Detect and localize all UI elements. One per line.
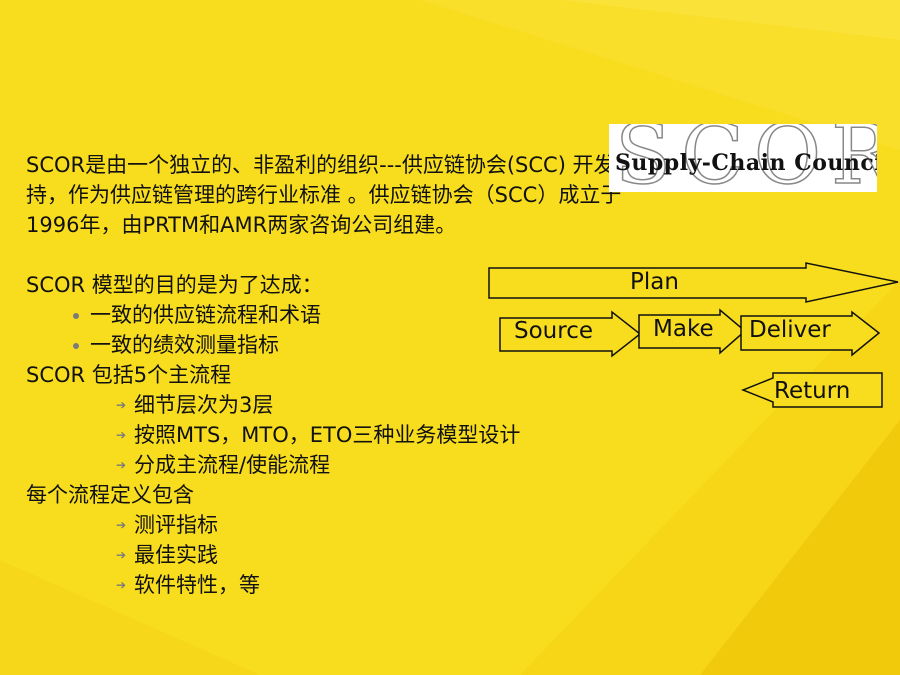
bullet-dot-icon — [73, 343, 79, 349]
processes-item: ➔ 细节层次为3层 — [26, 390, 666, 420]
definitions-item: ➔ 软件特性，等 — [26, 570, 666, 600]
arrow-bullet-icon: ➔ — [116, 458, 127, 472]
definitions-item-text: 软件特性，等 — [134, 573, 260, 597]
purpose-heading: SCOR 模型的目的是为了达成： — [26, 273, 323, 297]
bullet-dot-icon — [73, 313, 79, 319]
intro-paragraph: SCOR是由一个独立的、非盈利的组织---供应链协会(SCC) 开发支持，作为供… — [26, 153, 636, 237]
plan-label: Plan — [630, 269, 679, 295]
definitions-item: ➔ 测评指标 — [26, 510, 666, 540]
return-label: Return — [774, 378, 850, 404]
arrow-bullet-icon: ➔ — [116, 578, 127, 592]
make-arrow — [638, 308, 747, 355]
supply-chain-council-wordmark: Supply-Chain Council — [615, 150, 877, 176]
processes-item-text: 细节层次为3层 — [134, 393, 274, 417]
processes-item: ➔ 按照MTS，MTO，ETO三种业务模型设计 — [26, 420, 666, 450]
plan-arrow — [488, 262, 899, 303]
definitions-item: ➔ 最佳实践 — [26, 540, 666, 570]
slide-body: SCOR是由一个独立的、非盈利的组织---供应链协会(SCC) 开发支持，作为供… — [26, 150, 666, 600]
arrow-bullet-icon: ➔ — [116, 518, 127, 532]
make-label: Make — [653, 316, 714, 342]
processes-item: ➔ 分成主流程/使能流程 — [26, 450, 666, 480]
return-arrow — [740, 372, 883, 408]
arrow-bullet-icon: ➔ — [116, 548, 127, 562]
source-arrow — [499, 310, 642, 358]
scor-logo-watermark: SCOR — [614, 124, 877, 192]
deliver-label: Deliver — [749, 317, 831, 343]
purpose-bullet: 一致的供应链流程和术语 — [26, 300, 666, 330]
deliver-arrow — [740, 310, 881, 357]
definitions-item-text: 最佳实践 — [134, 543, 218, 567]
processes-heading: SCOR 包括5个主流程 — [26, 363, 232, 387]
purpose-bullet-text: 一致的供应链流程和术语 — [90, 303, 321, 327]
processes-item-text: 按照MTS，MTO，ETO三种业务模型设计 — [134, 423, 521, 447]
processes-item-text: 分成主流程/使能流程 — [134, 453, 331, 477]
purpose-bullet: 一致的绩效测量指标 — [26, 330, 666, 360]
source-label: Source — [514, 318, 593, 344]
definitions-item-text: 测评指标 — [134, 513, 218, 537]
definitions-heading: 每个流程定义包含 — [26, 483, 194, 507]
arrow-bullet-icon: ➔ — [116, 428, 127, 442]
purpose-bullet-text: 一致的绩效测量指标 — [90, 333, 279, 357]
scc-logo: SCOR Supply-Chain Council — [609, 124, 877, 192]
arrow-bullet-icon: ➔ — [116, 398, 127, 412]
